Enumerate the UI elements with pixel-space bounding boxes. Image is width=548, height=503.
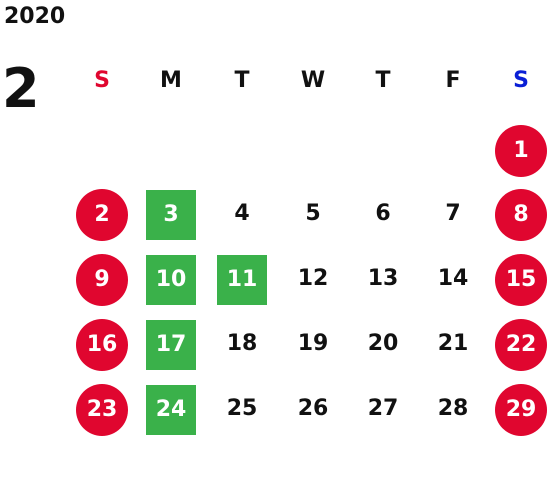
calendar-day-22[interactable]: 22 <box>495 319 547 371</box>
weekday-header-tue: T <box>234 68 250 93</box>
calendar-day-18[interactable]: 18 <box>226 331 258 356</box>
calendar-day-29[interactable]: 29 <box>495 384 547 436</box>
calendar-day-7[interactable]: 7 <box>445 201 461 226</box>
calendar-day-14[interactable]: 14 <box>437 266 469 291</box>
weekday-header-thu: T <box>375 68 391 93</box>
calendar-day-28[interactable]: 28 <box>437 396 469 421</box>
calendar-day-5[interactable]: 5 <box>305 201 321 226</box>
calendar-day-25[interactable]: 25 <box>226 396 258 421</box>
calendar-day-26[interactable]: 26 <box>297 396 329 421</box>
calendar-day-13[interactable]: 13 <box>367 266 399 291</box>
calendar-day-21[interactable]: 21 <box>437 331 469 356</box>
weekday-header-sun: S <box>94 68 110 93</box>
calendar-day-20[interactable]: 20 <box>367 331 399 356</box>
calendar-day-4[interactable]: 4 <box>234 201 250 226</box>
calendar-day-9[interactable]: 9 <box>76 254 128 306</box>
weekday-header-fri: F <box>445 68 461 93</box>
calendar-day-17[interactable]: 17 <box>146 320 196 370</box>
calendar-day-8[interactable]: 8 <box>495 189 547 241</box>
calendar-day-12[interactable]: 12 <box>297 266 329 291</box>
calendar-month: 2 <box>2 57 40 120</box>
calendar-day-6[interactable]: 6 <box>375 201 391 226</box>
calendar-day-15[interactable]: 15 <box>495 254 547 306</box>
calendar-day-23[interactable]: 23 <box>76 384 128 436</box>
weekday-header-sat: S <box>513 68 529 93</box>
calendar-day-10[interactable]: 10 <box>146 255 196 305</box>
calendar-day-19[interactable]: 19 <box>297 331 329 356</box>
calendar-day-1[interactable]: 1 <box>495 125 547 177</box>
calendar-year: 2020 <box>4 4 66 29</box>
calendar-day-2[interactable]: 2 <box>76 189 128 241</box>
calendar-day-16[interactable]: 16 <box>76 319 128 371</box>
calendar-day-11[interactable]: 11 <box>217 255 267 305</box>
calendar-day-24[interactable]: 24 <box>146 385 196 435</box>
weekday-header-mon: M <box>160 68 182 93</box>
weekday-header-wed: W <box>300 68 326 93</box>
calendar-day-3[interactable]: 3 <box>146 190 196 240</box>
calendar-day-27[interactable]: 27 <box>367 396 399 421</box>
